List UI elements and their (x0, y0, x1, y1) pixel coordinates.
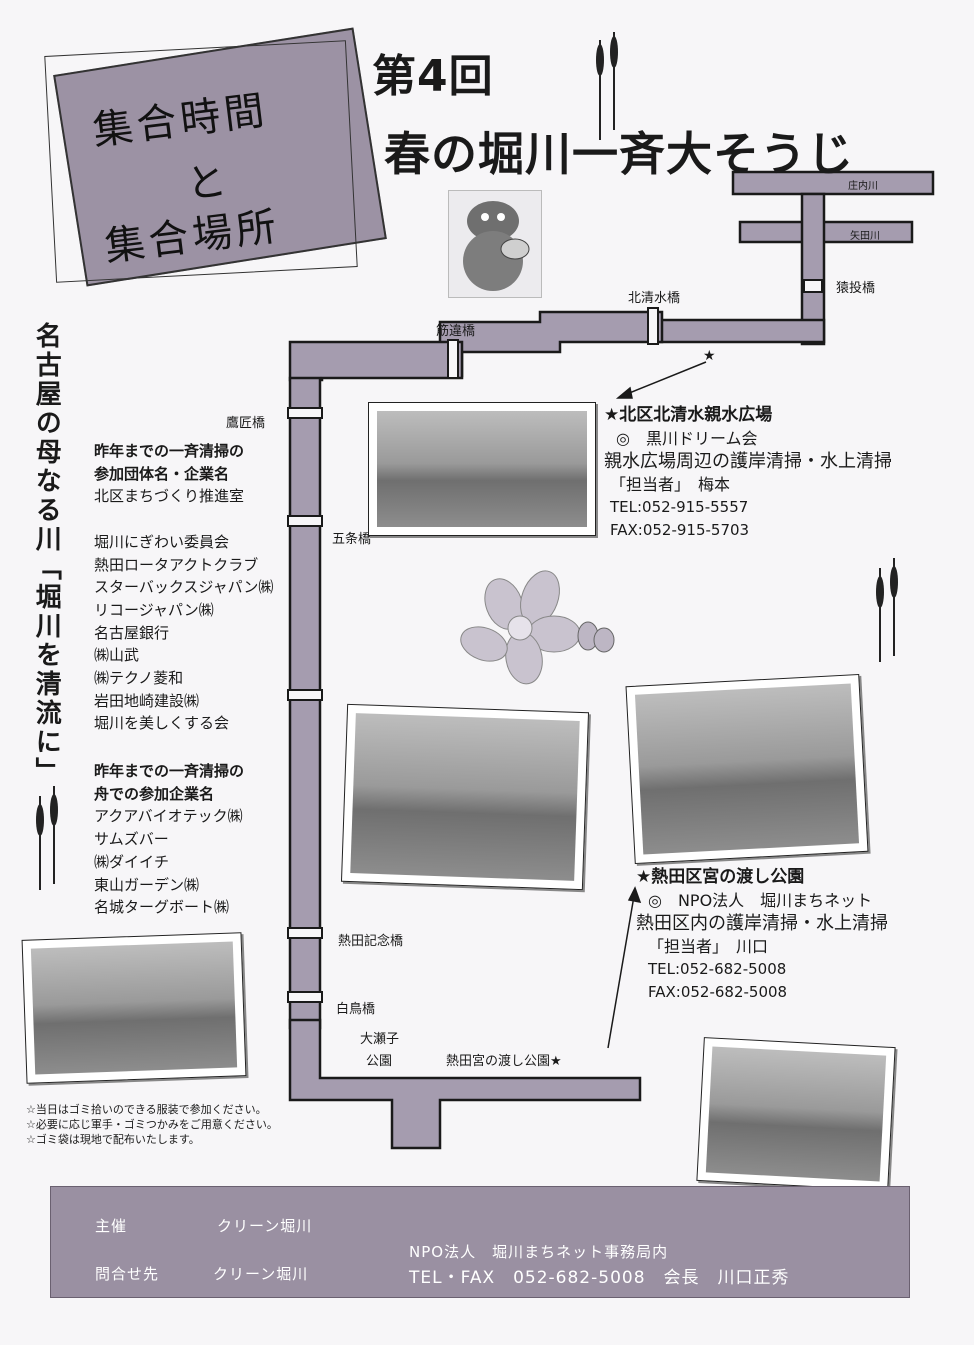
river-main (288, 376, 322, 1030)
boat-heading-1: 昨年までの一斉清掃の (94, 762, 245, 780)
site2-name: ★熱田区宮の渡し公園 (636, 867, 805, 887)
site2-task: 熱田区内の護岸清掃・水上清掃 (636, 913, 888, 934)
note-item: ☆必要に応じ軍手・ゴミつかみをご用意ください。 (26, 1118, 278, 1131)
bridge-label-gojo: 五条橋 (332, 532, 372, 547)
site2-contact: 「担当者」 川口 (648, 937, 769, 956)
site2-org: ◎ NPO法人 堀川まちネット (648, 891, 873, 910)
site1-info: ★北区北清水親水広場 ◎ 黒川ドリーム会 親水広場周辺の護岸清掃・水上清掃 「担… (604, 404, 892, 542)
site2-fax: FAX:052-682-5008 (648, 983, 788, 1001)
river-bottom (288, 1018, 642, 1150)
cattail-icon (876, 558, 898, 662)
mascot-image (448, 190, 542, 298)
bridge-mark-saru (803, 279, 823, 293)
photo-bank (21, 932, 247, 1084)
river-yada (738, 220, 914, 244)
bridge-label-shiratori: 白鳥橋 (336, 1002, 376, 1017)
cattail-icon (596, 32, 618, 140)
river-label-shonai: 庄内川 (848, 181, 878, 192)
list-item: ㈱山武 (94, 646, 140, 665)
site1-org: ◎ 黒川ドリーム会 (616, 429, 758, 448)
list-item: 北区まちづくり推進室 (94, 487, 245, 506)
photo-riverside (625, 673, 869, 865)
bridge-label-kinen: 熱田記念橋 (338, 934, 404, 949)
map-label-watashi: 熱田宮の渡し公園★ (446, 1054, 562, 1069)
river-shonai (731, 170, 935, 196)
footer-inquiry-label: 問合せ先 (95, 1265, 160, 1283)
footer-telfax: TEL・FAX 052-682-5008 会長 川口正秀 (409, 1268, 790, 1288)
site1-contact: 「担当者」 梅本 (610, 475, 731, 494)
participants-heading-1: 昨年までの一斉清掃の (94, 442, 245, 460)
participants-heading-2: 参加団体名・企業名 (94, 464, 230, 483)
bridge-mark-kinen (287, 927, 323, 939)
bridge-label-kitashimizu: 北清水橋 (628, 291, 681, 306)
photo-group (340, 703, 590, 891)
site1-fax: FAX:052-915-5703 (610, 521, 750, 539)
list-item: ㈱テクノ菱和 (94, 669, 184, 688)
mascot-icon (463, 201, 530, 291)
boat-list: 昨年までの一斉清掃の 舟での参加企業名 アクアバイオテック㈱ サムズバー ㈱ダイ… (94, 760, 244, 919)
site1-task: 親水広場周辺の護岸清掃・水上清掃 (604, 451, 892, 472)
park-label-2: 公園 (366, 1054, 393, 1069)
list-item: リコージャパン㈱ (94, 600, 214, 619)
bridge-mark-sujikai (447, 339, 459, 379)
list-item: スターバックスジャパン㈱ (94, 578, 274, 597)
bridge-mark-gojo (287, 515, 323, 527)
butterfly-icon (577, 621, 615, 653)
bridge-label-saru: 猿投橋 (836, 281, 876, 296)
participants-list: 昨年までの一斉清掃の 参加団体名・企業名 北区まちづくり推進室 堀川にぎわい委員… (94, 440, 273, 735)
bridge-mark-shiratori (287, 991, 323, 1003)
event-number: 第4回 (372, 51, 494, 102)
bridge-label-sujikai: 筋違橋 (436, 324, 476, 339)
list-item: 名古屋銀行 (94, 623, 170, 642)
note-item: ☆ゴミ袋は現地で配布いたします。 (26, 1133, 200, 1146)
list-item: アクアバイオテック㈱ (94, 807, 243, 826)
list-item: 名城ターグボート㈱ (94, 898, 230, 917)
cattail-icon (36, 786, 58, 890)
site2-info: ★熱田区宮の渡し公園 ◎ NPO法人 堀川まちネット 熱田区内の護岸清掃・水上清… (636, 866, 888, 1004)
footer-host-label: 主催 (95, 1217, 128, 1235)
river-label-yada: 矢田川 (850, 231, 880, 242)
site2-tel: TEL:052-682-5008 (648, 960, 787, 978)
boat-heading-2: 舟での参加企業名 (94, 784, 215, 803)
photo-kitashimizu (368, 402, 596, 536)
park-label-1: 大瀬子 (360, 1032, 400, 1047)
list-item: 堀川にぎわい委員会 (94, 532, 230, 551)
list-item: 東山ガーデン㈱ (94, 875, 200, 894)
footer-host-value: クリーン堀川 (217, 1217, 313, 1235)
list-item: 堀川を美しくする会 (94, 714, 230, 733)
list-item: ㈱ダイイチ (94, 852, 170, 871)
flower-icon (460, 570, 581, 685)
site1-tel: TEL:052-915-5557 (610, 498, 749, 516)
footer-inquiry-value: クリーン堀川 (213, 1265, 309, 1283)
footer-panel: 主催 クリーン堀川 NPO法人 堀川まちネット事務局内 問合せ先 クリーン堀川 … (50, 1186, 910, 1298)
photo-boat (696, 1037, 896, 1191)
list-item: 岩田地崎建設㈱ (94, 691, 200, 710)
note-item: ☆当日はゴミ拾いのできる服装で参加ください。 (26, 1103, 267, 1116)
river-vertical-top (800, 192, 826, 346)
map-star-icon: ★ (703, 348, 716, 364)
bridge-mark-kitashimizu (647, 307, 659, 345)
bridge-mark-takajo (287, 407, 323, 419)
vertical-slogan: 名古屋の母なる川「堀川を清流に」 (31, 322, 62, 786)
list-item (94, 508, 273, 531)
bridge-mark-x1 (287, 689, 323, 701)
notes: ☆当日はゴミ拾いのできる服装で参加ください。 ☆必要に応じ軍手・ゴミつかみをご用… (26, 1102, 278, 1147)
footer-office: NPO法人 堀川まちネット事務局内 (409, 1243, 669, 1261)
river-seg-1 (658, 318, 826, 344)
bridge-label-takajo: 鷹匠橋 (226, 416, 266, 431)
river-seg-3 (288, 340, 464, 382)
site1-name: ★北区北清水親水広場 (604, 405, 773, 425)
list-item: 熱田ロータアクトクラブ (94, 555, 259, 574)
list-item: サムズバー (94, 830, 169, 849)
event-title: 春の堀川一斉大そうじ (384, 127, 854, 181)
